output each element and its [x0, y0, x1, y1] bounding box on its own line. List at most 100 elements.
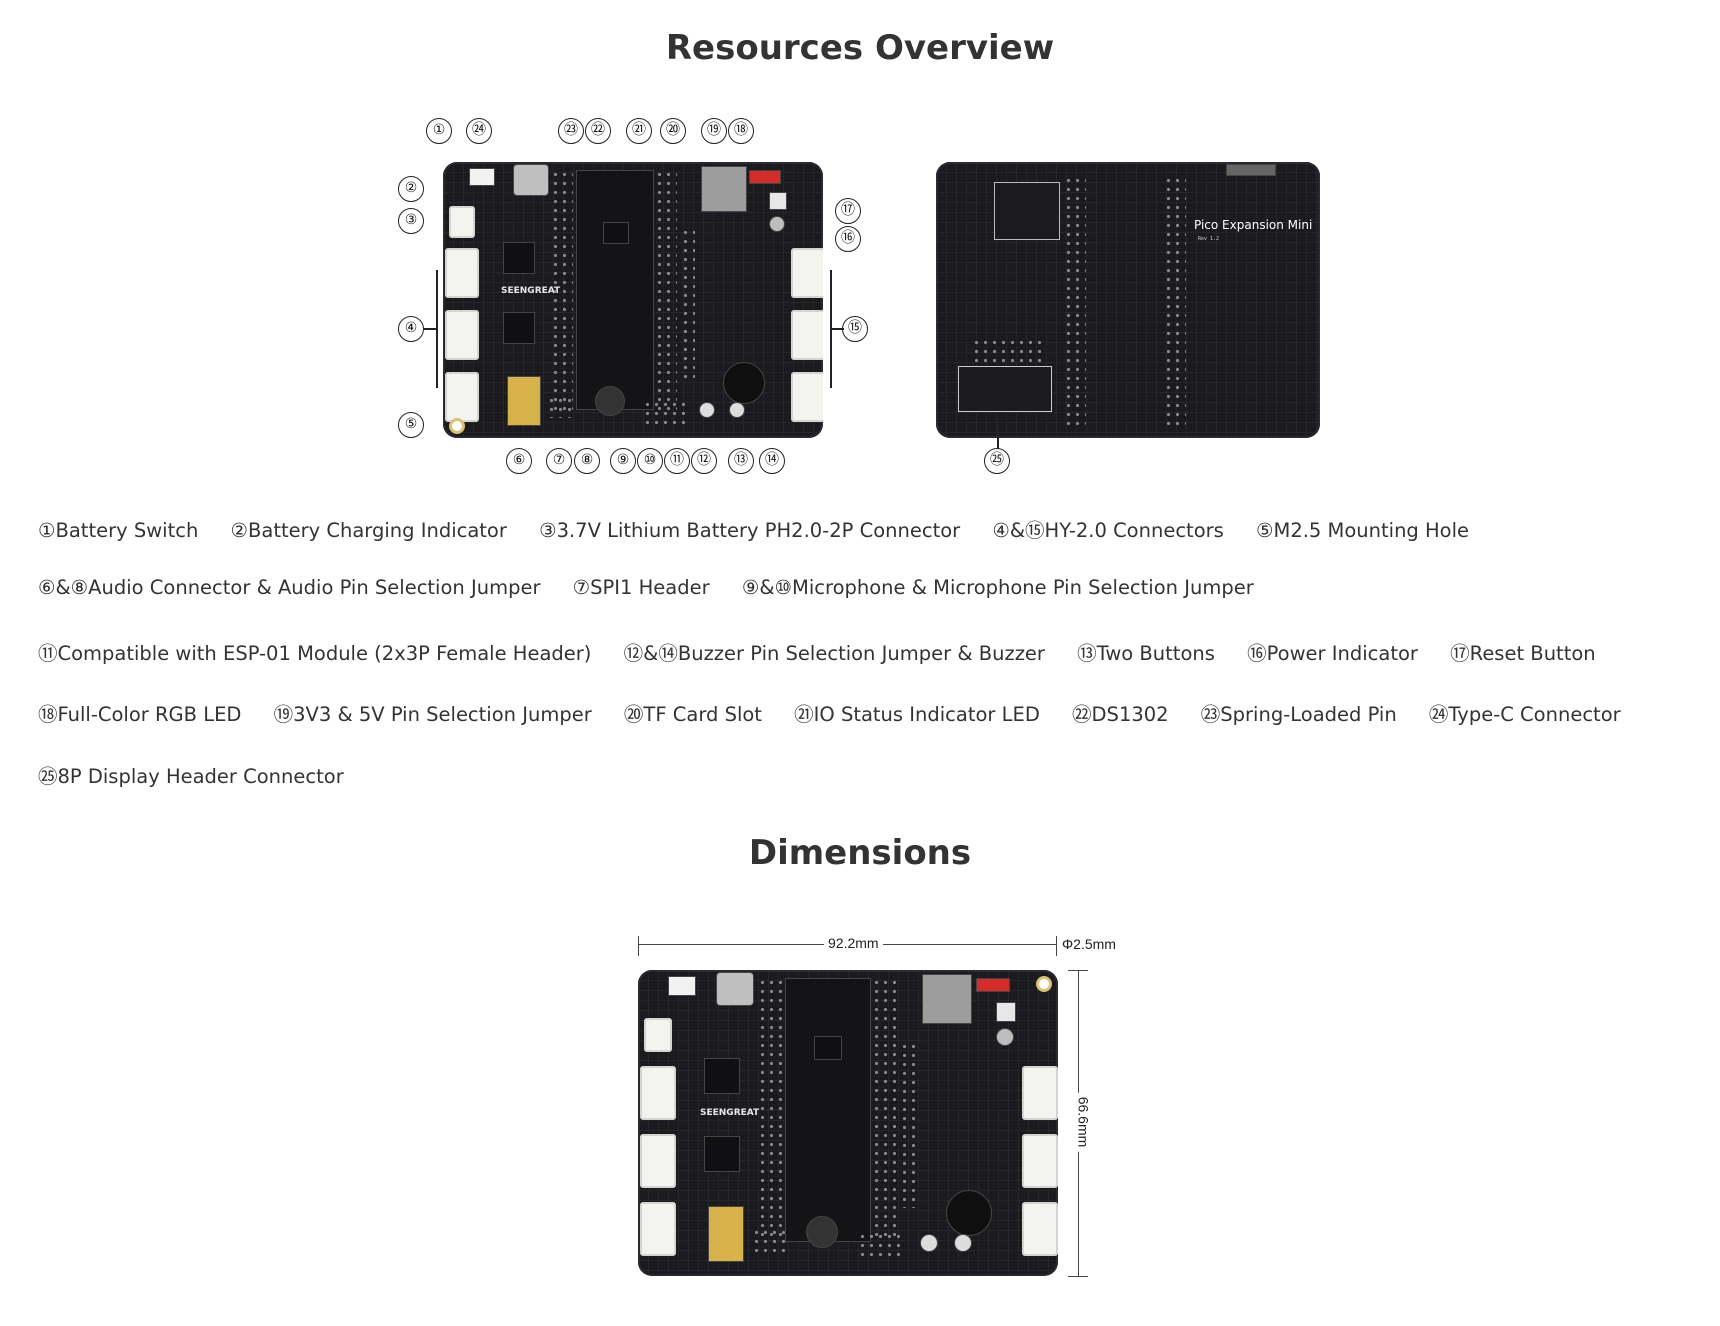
desc-power-indicator: ⑯Power Indicator	[1247, 642, 1418, 665]
desc-display-header: ㉕8P Display Header Connector	[38, 765, 344, 788]
microphone	[595, 386, 625, 416]
dim-hy-left-3	[640, 1202, 676, 1256]
mounting-hole	[449, 418, 465, 434]
callout-9: ⑨	[610, 448, 636, 474]
dim-esp01-header	[858, 1232, 904, 1258]
callout-24: ㉔	[466, 118, 492, 144]
dim-driver-chip-2	[704, 1136, 740, 1172]
display-header-pins	[972, 338, 1044, 364]
callout-4: ④	[398, 316, 424, 342]
esp01-header	[643, 400, 685, 424]
desc-type-c: ㉔Type-C Connector	[1428, 703, 1621, 726]
desc-pin-jumper: ⑲3V3 & 5V Pin Selection Jumper	[273, 703, 592, 726]
pico-header-right	[655, 170, 677, 410]
callout-5: ⑤	[398, 412, 424, 438]
rgb-led	[769, 192, 787, 210]
dim-audio-connector	[708, 1206, 744, 1262]
dim-user-button-2	[954, 1234, 972, 1252]
callout-15: ⑮	[842, 316, 868, 342]
desc-spring-pin: ㉓Spring-Loaded Pin	[1200, 703, 1397, 726]
pico-header-left	[551, 170, 573, 410]
hy-connector-right-3	[791, 372, 823, 422]
audio-connector	[507, 376, 541, 426]
desc-spi1-header: ⑦SPI1 Header	[572, 576, 710, 599]
description-line-3: ⑪Compatible with ESP-01 Module (2x3P Fem…	[38, 637, 1622, 666]
callout-10: ⑩	[637, 448, 663, 474]
buzzer	[723, 362, 765, 404]
hole-diameter-label: Φ2.5mm	[1062, 936, 1116, 952]
desc-buzzer: ⑫&⑭Buzzer Pin Selection Jumper & Buzzer	[623, 642, 1045, 665]
dim-ds1302	[814, 1036, 842, 1060]
io-led-strip	[681, 228, 695, 378]
back-header-right	[1164, 176, 1186, 426]
dim-reset-button	[996, 1028, 1014, 1046]
dim-hy-right-1	[1022, 1066, 1058, 1120]
description-line-1: ①Battery Switch ②Battery Charging Indica…	[38, 514, 1495, 543]
battery-connector	[449, 206, 475, 238]
dim-hy-right-3	[1022, 1202, 1058, 1256]
dim-user-button-1	[920, 1234, 938, 1252]
desc-rgb-led: ⑱Full-Color RGB LED	[38, 703, 242, 726]
desc-two-buttons: ⑬Two Buttons	[1077, 642, 1215, 665]
callout-22: ㉒	[585, 118, 611, 144]
callout-20: ⑳	[660, 118, 686, 144]
desc-microphone: ⑨&⑩Microphone & Microphone Pin Selection…	[741, 576, 1254, 599]
callout-17: ⑰	[835, 198, 861, 224]
tf-card-slot	[701, 166, 747, 212]
reset-button	[769, 216, 785, 232]
callout-19: ⑲	[701, 118, 727, 144]
callout-3: ③	[398, 208, 424, 234]
dim-brand-silkscreen: SEENGREAT	[700, 1108, 760, 1118]
hy-connector-right-1	[791, 248, 823, 298]
pico-socket	[576, 170, 654, 410]
callout-2: ②	[398, 176, 424, 202]
dim-microphone	[806, 1216, 838, 1248]
dim-driver-chip-1	[704, 1058, 740, 1094]
desc-reset-button: ⑰Reset Button	[1450, 642, 1596, 665]
dimensions-figure: 92.2mm Φ2.5mm 66.6mm SEENGREAT	[630, 930, 1130, 1280]
height-label: 66.6mm	[1075, 1092, 1092, 1152]
hy-connector-left-2	[445, 310, 479, 360]
user-button-2	[729, 402, 745, 418]
desc-battery-switch: ①Battery Switch	[38, 519, 199, 542]
dimensions-board-pcb: SEENGREAT	[638, 970, 1058, 1276]
product-name: Pico Expansion Mini	[1194, 218, 1313, 232]
dim-battery-switch	[668, 976, 696, 996]
dim-spi1-header	[752, 1228, 786, 1252]
desc-hy-connectors: ④&⑮HY-2.0 Connectors	[992, 519, 1224, 542]
front-board-pcb: SEENGREAT	[443, 162, 823, 438]
description-line-2: ⑥&⑧Audio Connector & Audio Pin Selection…	[38, 576, 1280, 599]
callout-21: ㉑	[626, 118, 652, 144]
hy-connector-right-2	[791, 310, 823, 360]
resources-overview-title: Resources Overview	[665, 28, 1055, 68]
front-board-figure: SEENGREAT ① ㉔ ㉓ ㉒	[398, 118, 873, 483]
dim-io-led-strip	[900, 1042, 916, 1208]
dim-type-c-port	[716, 972, 754, 1006]
revision-label: Rev 1.2	[1198, 236, 1220, 242]
callout-14: ⑭	[759, 448, 785, 474]
driver-chip-1	[503, 242, 535, 274]
dim-pico-socket	[785, 978, 871, 1242]
dim-rgb-led	[996, 1002, 1016, 1022]
description-line-5: ㉕8P Display Header Connector	[38, 760, 370, 789]
dim-battery-connector	[644, 1018, 672, 1052]
callout-8: ⑧	[574, 448, 600, 474]
type-c-port	[513, 164, 549, 196]
description-line-4: ⑱Full-Color RGB LED ⑲3V3 & 5V Pin Select…	[38, 698, 1647, 727]
desc-battery-connector: ③3.7V Lithium Battery PH2.0-2P Connector	[539, 519, 961, 542]
dimensions-title: Dimensions	[748, 833, 972, 873]
pin-table	[994, 182, 1060, 240]
dim-hy-left-1	[640, 1066, 676, 1120]
dim-buzzer	[946, 1190, 992, 1236]
hy-connector-left-3	[445, 372, 479, 422]
callout-16: ⑯	[835, 226, 861, 252]
callout-18: ⑱	[728, 118, 754, 144]
dim-hy-left-2	[640, 1134, 676, 1188]
back-board-figure: Pico Expansion Mini Rev 1.2 ㉕	[932, 160, 1332, 480]
callout-11: ⑪	[664, 448, 690, 474]
desc-esp01: ⑪Compatible with ESP-01 Module (2x3P Fem…	[38, 642, 592, 665]
3v3-5v-jumper	[749, 170, 781, 184]
back-header-left	[1064, 176, 1086, 426]
desc-mounting-hole: ⑤M2.5 Mounting Hole	[1256, 519, 1470, 542]
battery-switch	[469, 168, 495, 186]
